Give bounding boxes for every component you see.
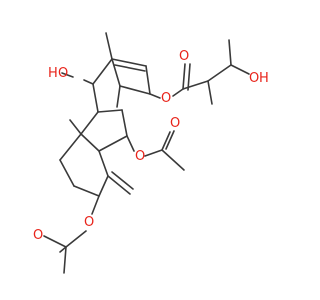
bond xyxy=(59,246,67,253)
bond xyxy=(98,150,109,177)
bond xyxy=(61,72,74,78)
bond xyxy=(69,119,82,135)
bond xyxy=(111,58,147,67)
middle-carbonyl-oxygen-label: O xyxy=(170,116,180,131)
bond xyxy=(80,111,99,135)
bond xyxy=(105,32,113,60)
bond xyxy=(207,64,232,82)
bond xyxy=(73,185,100,197)
bond xyxy=(92,58,113,85)
bond xyxy=(121,109,128,137)
bond xyxy=(43,235,67,248)
bond xyxy=(97,109,123,113)
bond xyxy=(161,131,171,151)
bond xyxy=(230,64,250,75)
bond xyxy=(144,149,163,157)
bond xyxy=(92,83,99,113)
bond xyxy=(182,80,209,90)
bottom-ester-oxygen-label: O xyxy=(84,215,94,230)
bond xyxy=(98,135,128,152)
bond xyxy=(119,85,151,95)
right-carbonyl-oxygen-label: O xyxy=(179,49,189,64)
bond xyxy=(165,130,175,150)
bond xyxy=(59,133,82,161)
bond xyxy=(107,175,131,195)
middle-ester-oxygen-label: O xyxy=(135,149,145,164)
bond xyxy=(228,39,232,66)
bond xyxy=(145,65,151,95)
bond xyxy=(207,80,213,105)
bond xyxy=(114,64,146,72)
bond xyxy=(91,195,100,215)
bond xyxy=(161,149,185,171)
bond xyxy=(59,159,75,187)
bond xyxy=(187,63,191,91)
bond xyxy=(98,175,109,197)
bond-network xyxy=(43,32,250,274)
bond xyxy=(149,93,161,99)
bottom-carbonyl-oxygen-label: O xyxy=(33,228,43,243)
right-hydroxyl-h-label: H xyxy=(259,71,269,86)
right-hydroxyl-o-label: O xyxy=(249,71,259,86)
bond xyxy=(83,79,94,85)
bond xyxy=(63,246,67,274)
bond xyxy=(172,88,184,97)
bond xyxy=(80,133,100,152)
bond xyxy=(116,85,121,108)
atom-labels: H O O O O H O O O O xyxy=(33,49,269,243)
bond xyxy=(111,58,121,87)
hydroxyl-h-label: H xyxy=(48,66,58,81)
bond xyxy=(111,171,134,190)
bond xyxy=(65,230,87,248)
hydroxyl-o-label: O xyxy=(58,66,68,81)
bond xyxy=(126,135,135,152)
molecule-structure-diagram: H O O O O H O O O O xyxy=(33,32,269,274)
bond xyxy=(182,63,186,90)
ester-oxygen-label: O xyxy=(161,91,171,106)
